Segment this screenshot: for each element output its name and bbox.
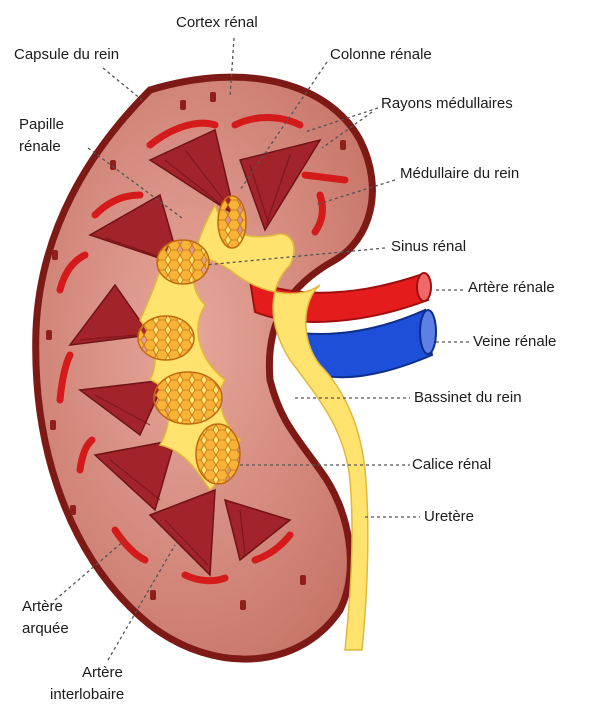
label-cortex: Cortex rénal (176, 14, 258, 32)
label-sinus: Sinus rénal (391, 238, 466, 256)
label-arquee-line1: Artère (22, 598, 63, 616)
label-interlobaire-line1: Artère (82, 664, 123, 682)
label-uretere: Uretère (424, 508, 474, 526)
label-rayons: Rayons médullaires (381, 95, 513, 113)
label-interlobaire-line2: interlobaire (50, 686, 124, 704)
label-colonne: Colonne rénale (330, 46, 432, 64)
label-medullaire: Médullaire du rein (400, 165, 519, 183)
label-artere-renale: Artère rénale (468, 279, 555, 297)
label-veine-renale: Veine rénale (473, 333, 556, 351)
label-calice: Calice rénal (412, 456, 491, 474)
label-arquee-line2: arquée (22, 620, 69, 638)
label-capsule: Capsule du rein (14, 46, 119, 64)
label-papille-line2: rénale (19, 138, 61, 156)
label-papille-line1: Papille (19, 116, 64, 134)
label-bassinet: Bassinet du rein (414, 389, 522, 407)
